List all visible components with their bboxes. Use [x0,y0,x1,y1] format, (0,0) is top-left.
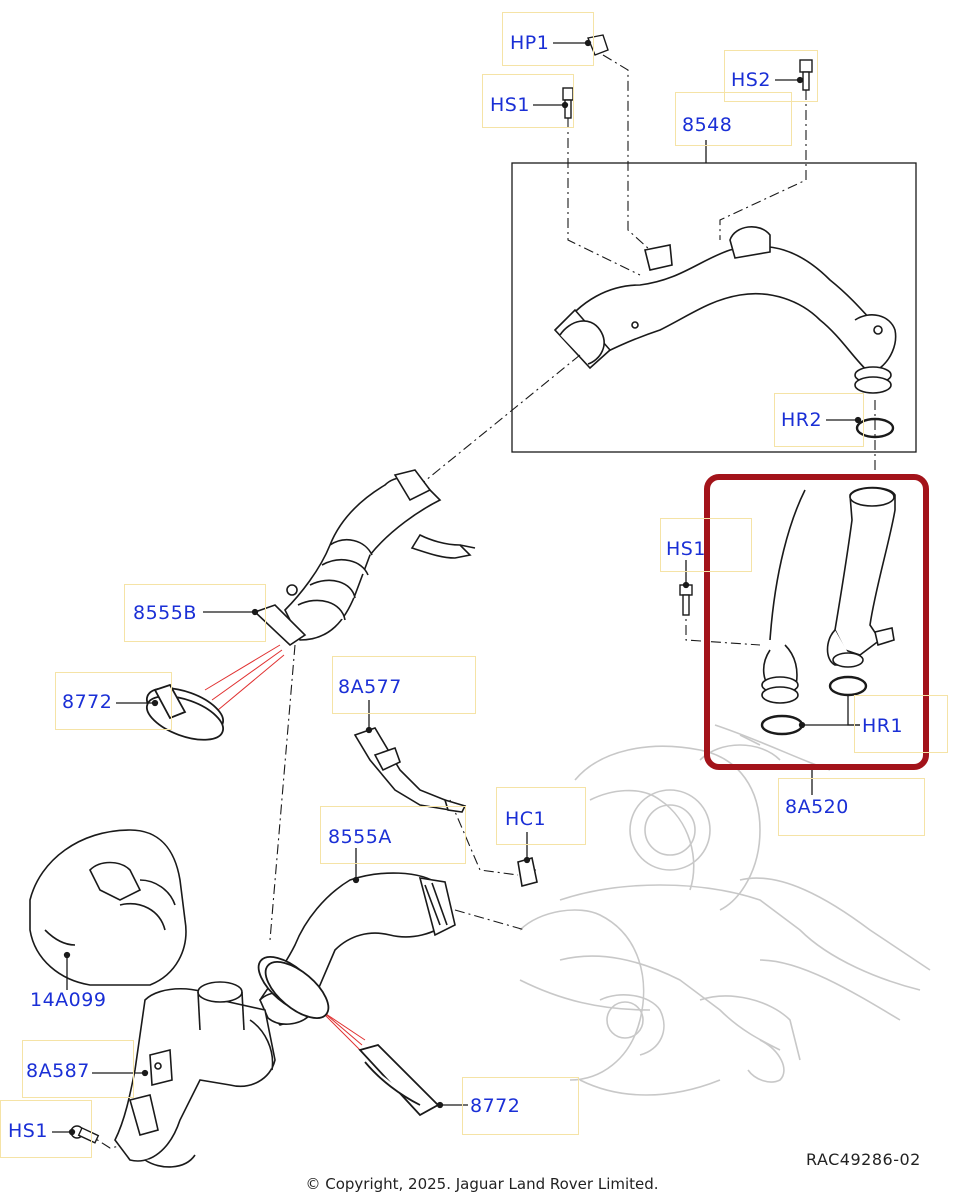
callout-box-8772-top [55,672,172,730]
callout-box-hs1-mid [660,518,752,572]
callout-8555b[interactable]: 8555B [133,602,197,624]
callout-box-8a520 [778,778,925,836]
o-ring-hr2 [855,417,895,439]
callout-box-8548 [675,92,792,146]
callout-hs1-bottom[interactable]: HS1 [8,1120,48,1142]
o-ring-hr1-left [760,714,804,736]
diagram-reference-code: RAC49286-02 [806,1150,921,1169]
callout-box-8a577 [332,656,476,714]
clamp-8772-top [146,683,224,741]
cover-14a099 [29,829,187,986]
callout-8555a[interactable]: 8555A [328,826,392,848]
screw-hs1-bottom [70,1125,100,1144]
callout-14a099[interactable]: 14A099 [30,989,107,1011]
pipe-8548 [553,226,897,394]
callout-hc1[interactable]: HC1 [505,808,547,830]
copyright-notice: © Copyright, 2025. Jaguar Land Rover Lim… [305,1175,659,1193]
callout-hs2[interactable]: HS2 [731,69,771,91]
hose-8555b [253,469,476,647]
callout-8772-top[interactable]: 8772 [62,691,113,713]
callout-8548[interactable]: 8548 [682,114,733,136]
callout-8a577[interactable]: 8A577 [338,676,402,698]
callout-hr1[interactable]: HR1 [862,715,904,737]
o-ring-hr1-right [828,675,868,697]
screw-hs1-mid [679,584,693,616]
callout-hr2[interactable]: HR2 [781,409,823,431]
pipe-8a520 [761,486,896,704]
red-leaders-top [204,644,285,711]
callout-hp1[interactable]: HP1 [510,32,550,54]
callout-box-8555a [320,806,466,864]
engine-block-ghost [519,744,931,1096]
callout-8a520[interactable]: 8A520 [785,796,849,818]
callout-8772-bottom[interactable]: 8772 [470,1095,521,1117]
clamp-8772-bottom [257,956,440,1117]
callout-box-hp1 [502,12,594,66]
callout-box-hs1-bottom [0,1100,92,1158]
callout-leaders [52,39,862,1136]
callout-box-hs1-top [482,74,574,128]
callout-box-hr2 [774,393,864,447]
callout-box-8555b [124,584,266,642]
callout-box-8772-bottom [462,1077,579,1135]
screw-hs2 [799,59,813,91]
callout-box-hc1 [496,787,586,845]
housing-8a587 [114,981,276,1168]
callout-box-hs2 [724,50,818,102]
assembly-lines [84,54,876,1149]
callout-hs1-top[interactable]: HS1 [490,94,530,116]
callout-box-8a587 [22,1040,134,1098]
assembly-box-8548 [511,162,917,453]
highlight-frame-8a520 [704,474,929,770]
callout-8a587[interactable]: 8A587 [26,1060,90,1082]
callout-box-hr1 [854,695,948,753]
callout-hs1-mid[interactable]: HS1 [666,538,706,560]
hose-8a577 [353,727,467,813]
